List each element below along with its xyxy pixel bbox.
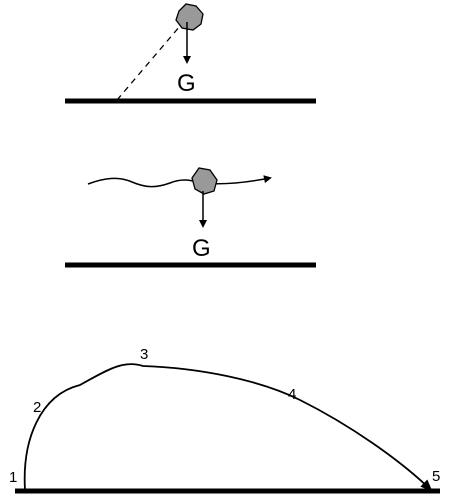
point-label-3: 3 [140,346,148,363]
wavy-trajectory [88,178,270,187]
panel-falling-stone: G [65,4,316,101]
panel-trajectory: 1 2 3 4 5 [9,346,440,491]
point-label-5: 5 [432,468,440,485]
gravity-label-middle: G [192,235,211,262]
gravity-label-top: G [177,70,196,97]
trajectory-curve [25,364,431,490]
stone-icon [192,168,217,194]
point-label-1: 1 [9,469,17,486]
stone-icon [176,4,203,30]
panel-moving-stone: G [65,168,316,265]
point-label-2: 2 [33,399,41,416]
dashed-guide-line [117,26,180,100]
point-label-4: 4 [288,386,296,403]
